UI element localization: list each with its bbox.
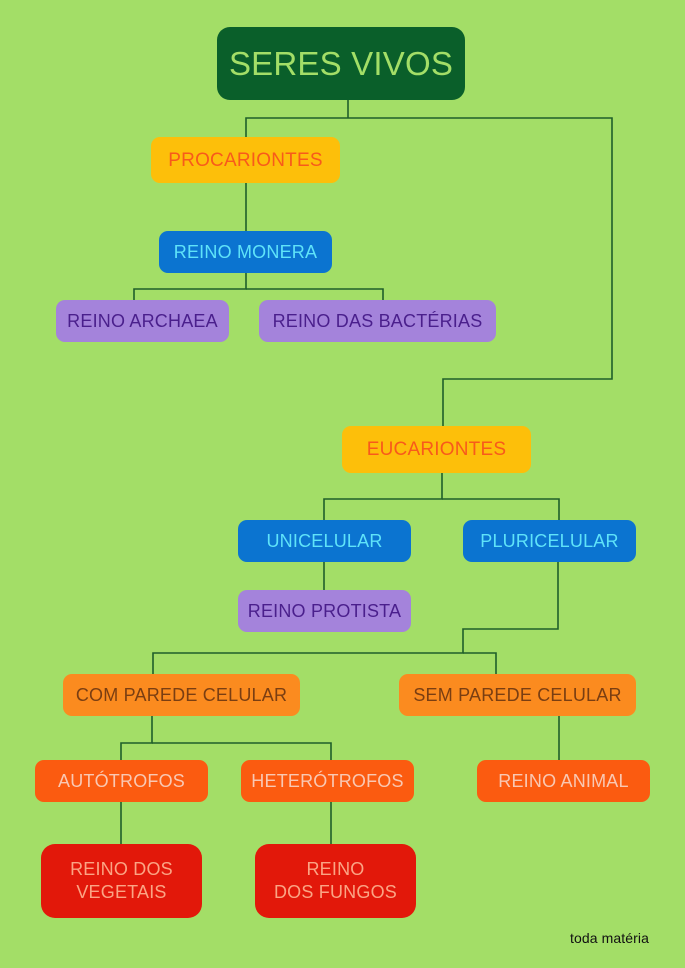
node-seres-vivos: SERES VIVOS: [217, 27, 465, 100]
node-reino-bacterias: REINO DAS BACTÉRIAS: [259, 300, 496, 342]
node-label-line2: DOS FUNGOS: [273, 882, 397, 902]
node-reino-fungos: REINO DOS FUNGOS: [255, 844, 416, 918]
node-reino-animal: REINO ANIMAL: [477, 760, 650, 802]
node-label: PLURICELULAR: [480, 530, 619, 551]
node-procariontes: PROCARIONTES: [151, 137, 340, 183]
node-label: EUCARIONTES: [366, 439, 507, 460]
node-label: SEM PAREDE CELULAR: [413, 684, 622, 705]
line-pluri-parede: [152, 562, 559, 675]
node-heterotrofos: HETERÓTROFOS: [241, 760, 414, 802]
node-label: SERES VIVOS: [228, 45, 454, 82]
node-eucariontes: EUCARIONTES: [342, 426, 531, 473]
node-label-line2: VEGETAIS: [76, 882, 167, 902]
node-label: HETERÓTROFOS: [251, 770, 404, 791]
node-com-parede-celular: COM PAREDE CELULAR: [63, 674, 300, 716]
brand-logo: toda matéria: [570, 930, 650, 946]
node-label: REINO ARCHAEA: [67, 310, 218, 331]
line-pluri-sem: [463, 652, 497, 675]
node-label: REINO MONERA: [173, 241, 318, 262]
node-label: AUTÓTROFOS: [58, 770, 185, 791]
line-monera-children: [133, 272, 247, 301]
node-pluricelular: PLURICELULAR: [463, 520, 636, 562]
node-label: REINO ANIMAL: [498, 770, 629, 791]
node-reino-protista: REINO PROTISTA: [238, 590, 411, 632]
line-eucariontes-pluri: [442, 498, 560, 521]
node-reino-vegetais: REINO DOS VEGETAIS: [41, 844, 202, 918]
node-autotrofos: AUTÓTROFOS: [35, 760, 208, 802]
node-unicelular: UNICELULAR: [238, 520, 411, 562]
line-com-children: [120, 715, 153, 761]
node-label-line1: REINO: [306, 859, 365, 879]
line-eucariontes-children: [323, 473, 443, 521]
line-com-hetero: [152, 742, 332, 761]
line-monera-bacterias: [246, 288, 384, 301]
node-label: COM PAREDE CELULAR: [75, 684, 288, 705]
node-reino-monera: REINO MONERA: [159, 231, 332, 273]
node-label-line1: REINO DOS: [70, 859, 173, 879]
node-label: PROCARIONTES: [168, 149, 323, 171]
node-reino-archaea: REINO ARCHAEA: [56, 300, 229, 342]
node-label: REINO DAS BACTÉRIAS: [272, 310, 483, 331]
line-root-procariontes: [245, 117, 613, 427]
node-label: REINO PROTISTA: [247, 600, 402, 621]
node-label: UNICELULAR: [266, 530, 383, 551]
node-sem-parede-celular: SEM PAREDE CELULAR: [399, 674, 636, 716]
